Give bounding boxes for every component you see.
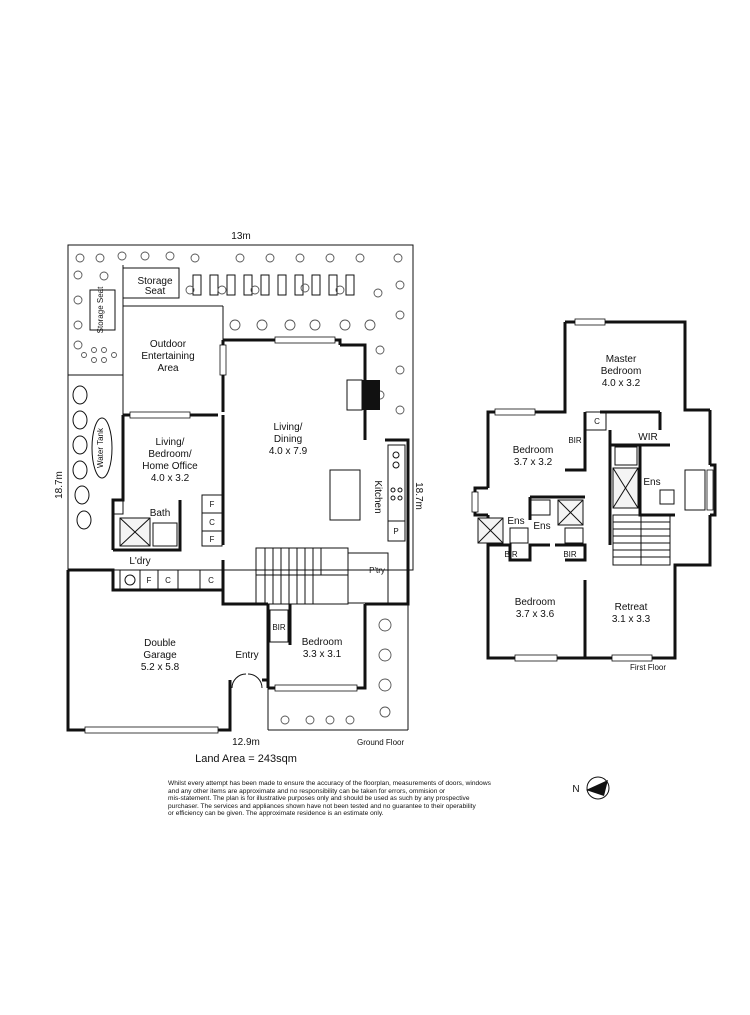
label-ens-left: Ens <box>507 516 524 527</box>
toilet <box>112 499 124 515</box>
label-bedroom-b-2: 3.7 x 3.6 <box>516 609 555 620</box>
label-garage-2: Garage <box>143 650 177 661</box>
first-floor-stairs <box>612 514 671 566</box>
label-ens-master: Ens <box>643 477 660 488</box>
label-living-dining-2: Dining <box>274 434 302 445</box>
label-home-office-2: Bedroom/ <box>148 449 192 460</box>
disclaimer-line: purchaser. The services and appliances s… <box>168 802 476 810</box>
water-tank <box>91 417 113 479</box>
dimension-depth-left: 18.7m <box>54 471 65 499</box>
label-cupboard-f-1: F <box>210 500 215 509</box>
label-cupboard-c-upper: C <box>594 417 600 426</box>
label-home-office-4: 4.0 x 3.2 <box>151 473 190 484</box>
compass-icon: N <box>572 776 610 800</box>
label-storage-seat-side: Storage Seat <box>96 286 105 333</box>
label-master-1: Master <box>606 354 637 365</box>
pantry-room <box>347 552 389 604</box>
label-entry: Entry <box>235 650 258 661</box>
disclaimer-line: Whilst every attempt has been made to en… <box>168 780 491 787</box>
first-floor-walls <box>473 320 717 660</box>
label-outdoor-1: Outdoor <box>150 339 187 350</box>
ground-floor-plan: Storage Seat Storage Seat Outdoor Entert… <box>54 231 424 765</box>
label-storage-seat: Seat <box>145 286 166 297</box>
garden-pavers <box>192 274 355 296</box>
label-garage-1: Double <box>144 638 176 649</box>
label-wir: WIR <box>638 432 657 443</box>
site-boundary <box>67 244 414 571</box>
ground-floor-title: Ground Floor <box>357 738 404 747</box>
label-outdoor-2: Entertaining <box>141 351 194 362</box>
label-bir: BIR <box>272 623 286 632</box>
label-garage-3: 5.2 x 5.8 <box>141 662 180 673</box>
ground-floor-stairs <box>255 547 349 605</box>
label-bedroom-1: Bedroom <box>302 637 343 648</box>
label-cupboard-f-2: F <box>210 535 215 544</box>
disclaimer-line: and any other items are approximate and … <box>168 787 446 795</box>
label-master-3: 4.0 x 3.2 <box>602 378 641 389</box>
first-floor-windows <box>471 318 714 662</box>
label-water-tank: Water Tank <box>96 427 105 468</box>
label-retreat-2: 3.1 x 3.3 <box>612 614 651 625</box>
label-bedroom-2: 3.3 x 3.1 <box>303 649 342 660</box>
label-laundry: L'dry <box>129 556 150 567</box>
storage-seat-top <box>122 267 180 299</box>
label-retreat-1: Retreat <box>615 602 648 613</box>
dimension-depth-right: 18.7m <box>413 482 424 510</box>
ground-floor-windows <box>84 336 358 734</box>
label-bath: Bath <box>150 508 171 519</box>
label-kitchen: Kitchen <box>372 480 383 513</box>
dimension-width-top: 13m <box>231 231 250 242</box>
label-bedroom-a-2: 3.7 x 3.2 <box>514 457 553 468</box>
disclaimer: Whilst every attempt has been made to en… <box>168 780 548 818</box>
storage-seat-side <box>89 289 116 331</box>
dimension-width-bottom: 12.9m <box>232 737 260 748</box>
label-cupboard-c-3: C <box>208 576 214 585</box>
label-living-dining-3: 4.0 x 7.9 <box>269 446 308 457</box>
label-outdoor-3: Area <box>157 363 179 374</box>
label-bedroom-b-1: Bedroom <box>515 597 556 608</box>
compass-north-label: N <box>572 784 579 795</box>
ens-master-bath <box>684 469 706 511</box>
kitchen-island <box>329 469 361 521</box>
label-living-dining-1: Living/ <box>274 422 303 433</box>
label-bir-a: BIR <box>568 436 582 445</box>
label-bir-left: BIR <box>504 550 518 559</box>
garden-plants <box>73 251 405 415</box>
label-home-office-3: Home Office <box>142 461 198 472</box>
disclaimer-line: mis-statement. The plan is for illustrat… <box>168 795 470 803</box>
garden-rocks <box>72 385 92 530</box>
label-bir-right: BIR <box>563 550 577 559</box>
label-ens-mid: Ens <box>533 521 550 532</box>
ground-floor-walls <box>66 338 410 732</box>
label-pantry-p: P <box>393 527 398 536</box>
vanity <box>152 522 178 547</box>
first-floor-title: First Floor <box>630 663 666 672</box>
label-master-2: Bedroom <box>601 366 642 377</box>
fireplace <box>362 380 380 410</box>
label-pantry: P'try <box>369 566 385 575</box>
label-home-office-1: Living/ <box>156 437 185 448</box>
label-cupboard-c-1: C <box>209 518 215 527</box>
label-bedroom-a-1: Bedroom <box>513 445 554 456</box>
first-floor-plan: Master Bedroom 4.0 x 3.2 Bedroom 3.7 x 3… <box>471 318 717 672</box>
disclaimer-line: or efficiency can be given. The approxim… <box>168 810 384 818</box>
land-area: Land Area = 243sqm <box>195 753 297 765</box>
label-cupboard-c-2: C <box>165 576 171 585</box>
label-storage-seat-top: Storage <box>137 276 172 287</box>
label-cupboard-f-3: F <box>147 576 152 585</box>
